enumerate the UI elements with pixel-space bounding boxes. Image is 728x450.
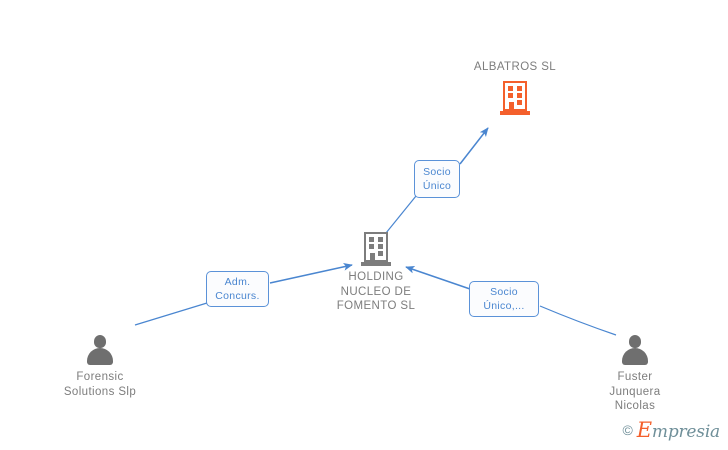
node-label-fuster-junquera-nicolas: Fuster Junquera Nicolas	[609, 371, 661, 412]
node-label-holding-nucleo-de-fomento-sl: HOLDING NUCLEO DE FOMENTO SL	[336, 271, 416, 312]
node-holding-nucleo-de-fomento-sl[interactable]: HOLDING NUCLEO DE FOMENTO SL	[318, 232, 434, 314]
building-icon	[500, 80, 530, 115]
node-fuster-junquera-nicolas[interactable]: Fuster Junquera Nicolas	[590, 334, 680, 414]
empresia-watermark: © Empresia	[622, 418, 720, 442]
brand-rest: mpresia	[651, 422, 720, 442]
brand-initial: E	[636, 418, 652, 442]
person-icon	[620, 334, 650, 366]
node-label-albatros-sl: ALBATROS SL	[473, 61, 557, 73]
node-forensic-solutions-slp[interactable]: Forensic Solutions Slp	[43, 334, 157, 399]
relation-label-socio-unico-multi[interactable]: Socio Único,...	[469, 281, 539, 317]
person-icon	[85, 334, 115, 366]
relation-label-adm-concurs[interactable]: Adm. Concurs.	[206, 271, 269, 307]
brand-name: Empresia	[637, 418, 720, 442]
node-label-forensic-solutions-slp: Forensic Solutions Slp	[63, 371, 137, 398]
edge-fuster-to-socio-unico-multi-box	[539, 305, 617, 336]
edge-forensic-to-adm-concurs-box	[134, 302, 208, 326]
building-icon	[361, 232, 391, 266]
edge-holding-to-socio-unico-box	[385, 195, 417, 234]
copyright-icon: ©	[622, 422, 633, 438]
relation-label-socio-unico[interactable]: Socio Único	[414, 160, 460, 198]
edge-socio-unico-box-to-albatros	[459, 127, 489, 165]
node-albatros-sl[interactable]: ALBATROS SL	[459, 60, 571, 115]
